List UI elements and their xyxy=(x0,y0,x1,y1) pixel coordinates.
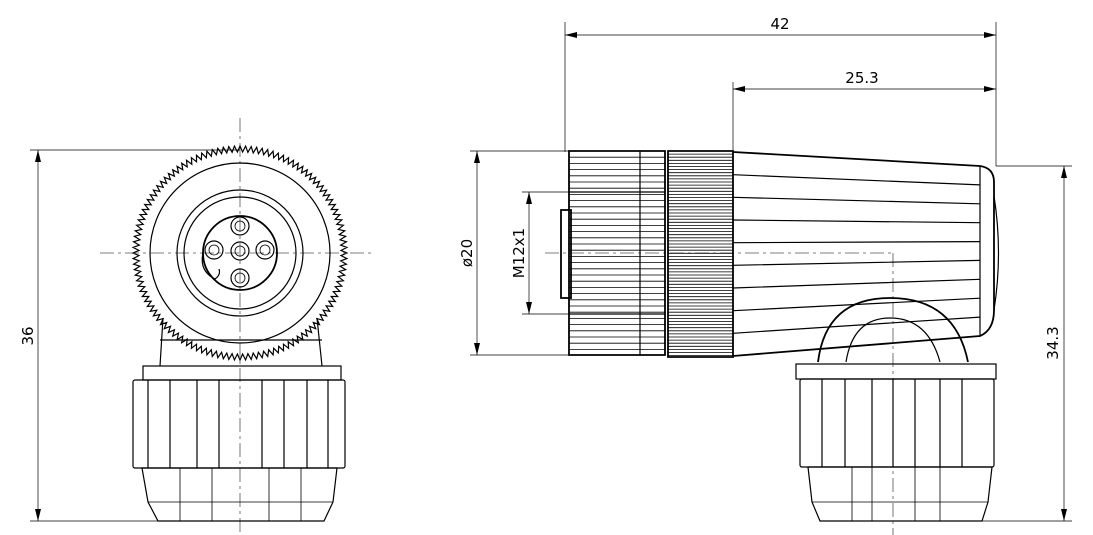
dimension-label-36: 36 xyxy=(19,326,37,345)
coupling-inner-edge xyxy=(149,162,331,344)
dimension-thread xyxy=(522,191,569,315)
connector-body xyxy=(732,151,1000,357)
front-neck xyxy=(159,317,323,367)
coupling-nut xyxy=(568,150,666,356)
coding-key xyxy=(201,252,221,280)
contact-pins xyxy=(204,216,275,288)
dimension-label-thread: M12x1 xyxy=(510,228,528,278)
dimension-label-diameter: ø20 xyxy=(458,239,476,267)
thread-stub xyxy=(560,209,572,299)
dimension-body-length xyxy=(732,82,996,151)
front-view: 36 xyxy=(19,118,375,535)
face-inner-ring xyxy=(183,196,297,310)
front-gland-nut xyxy=(132,365,346,522)
dimension-overall-length xyxy=(564,22,997,166)
elbow-dome xyxy=(817,297,969,363)
dimension-label-42: 42 xyxy=(770,15,789,33)
knurled-coupling-ring xyxy=(131,144,349,362)
side-view: 42 25.3 ø20 M12x1 xyxy=(458,15,1072,535)
dimension-height-left xyxy=(30,149,240,522)
dimension-height-right xyxy=(982,165,1072,522)
side-gland-nut xyxy=(795,363,997,522)
face-outer-ring xyxy=(176,189,304,317)
knurled-sleeve xyxy=(667,150,734,358)
dimension-label-34-3: 34.3 xyxy=(1044,326,1062,359)
dimension-label-25-3: 25.3 xyxy=(845,69,878,87)
dimension-diameter xyxy=(470,150,569,356)
